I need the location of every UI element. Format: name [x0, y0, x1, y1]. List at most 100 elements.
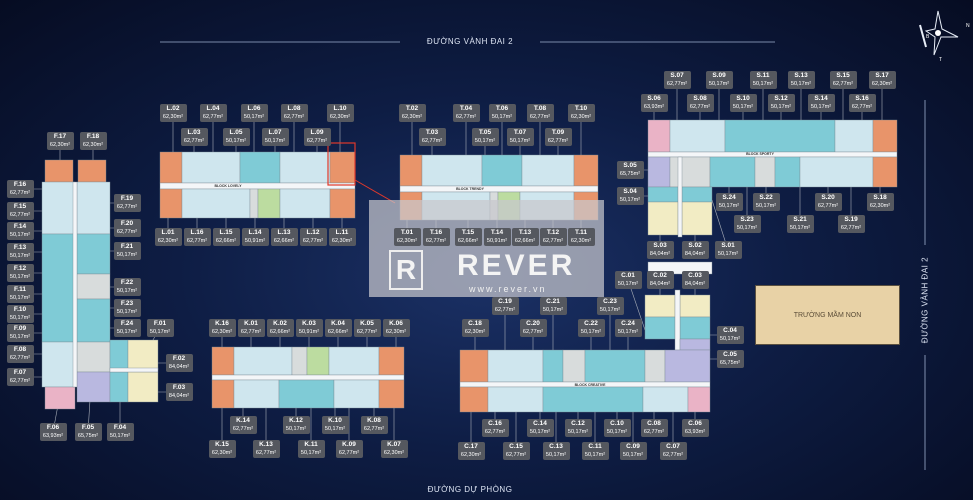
unit-label-l-09[interactable]: L.0962,77m² — [303, 128, 331, 146]
unit-label-t-06[interactable]: T.0650,17m² — [488, 104, 516, 122]
unit-label-c-16[interactable]: C.1662,77m² — [481, 419, 509, 437]
unit-label-t-13[interactable]: T.1362,66m² — [511, 228, 539, 246]
unit-label-s-09[interactable]: S.0950,17m² — [705, 71, 733, 89]
unit-label-c-05[interactable]: C.0565,75m² — [716, 350, 744, 368]
unit-label-s-01[interactable]: S.0150,17m² — [714, 241, 742, 259]
unit-label-k-10[interactable]: K.1050,17m² — [321, 416, 349, 434]
unit-label-c-06[interactable]: C.0663,93m² — [681, 419, 709, 437]
unit-label-c-22[interactable]: C.2250,17m² — [577, 319, 605, 337]
unit-label-s-13[interactable]: S.1350,17m² — [787, 71, 815, 89]
unit-label-s-22[interactable]: S.2250,17m² — [752, 193, 780, 211]
unit-label-f-19[interactable]: F.1962,77m² — [113, 194, 141, 212]
unit-label-s-14[interactable]: S.1450,17m² — [807, 94, 835, 112]
unit-label-t-16[interactable]: T.1662,77m² — [422, 228, 450, 246]
unit-label-c-21[interactable]: C.2150,17m² — [539, 297, 567, 315]
unit-label-s-15[interactable]: S.1562,77m² — [829, 71, 857, 89]
unit-label-l-15[interactable]: L.1562,66m² — [212, 228, 240, 246]
unit-label-t-02[interactable]: T.0262,30m² — [398, 104, 426, 122]
unit-label-t-15[interactable]: T.1562,66m² — [454, 228, 482, 246]
unit-label-t-09[interactable]: T.0962,77m² — [544, 128, 572, 146]
unit-label-t-08[interactable]: T.0862,77m² — [526, 104, 554, 122]
unit-label-s-23[interactable]: S.2350,17m² — [733, 215, 761, 233]
unit-label-s-02[interactable]: S.0284,04m² — [681, 241, 709, 259]
unit-label-l-07[interactable]: L.0750,17m² — [261, 128, 289, 146]
unit-label-s-07[interactable]: S.0762,77m² — [663, 71, 691, 89]
unit-label-l-02[interactable]: L.0262,30m² — [159, 104, 187, 122]
unit-label-t-05[interactable]: T.0550,17m² — [471, 128, 499, 146]
unit-label-f-15[interactable]: F.1562,77m² — [6, 202, 34, 220]
unit-label-l-11[interactable]: L.1162,30m² — [328, 228, 356, 246]
unit-label-s-24[interactable]: S.2450,17m² — [715, 193, 743, 211]
unit-label-k-03[interactable]: K.0350,91m² — [295, 319, 323, 337]
unit-label-t-03[interactable]: T.0362,77m² — [418, 128, 446, 146]
unit-label-f-10[interactable]: F.1050,17m² — [6, 305, 34, 323]
unit-label-t-01[interactable]: T.0162,30m² — [393, 228, 421, 246]
unit-label-k-07[interactable]: K.0762,30m² — [380, 440, 408, 458]
unit-label-s-03[interactable]: S.0384,04m² — [646, 241, 674, 259]
unit-label-f-21[interactable]: F.2150,17m² — [113, 242, 141, 260]
unit-label-k-12[interactable]: K.1250,17m² — [282, 416, 310, 434]
unit-label-f-22[interactable]: F.2250,17m² — [113, 278, 141, 296]
unit-label-s-20[interactable]: S.2062,77m² — [814, 193, 842, 211]
unit-label-f-04[interactable]: F.0450,17m² — [106, 423, 134, 441]
unit-label-c-03[interactable]: C.0384,04m² — [681, 271, 709, 289]
unit-label-l-01[interactable]: L.0162,30m² — [154, 228, 182, 246]
unit-label-k-08[interactable]: K.0862,77m² — [360, 416, 388, 434]
unit-label-f-02[interactable]: F.0284,04m² — [165, 354, 193, 372]
unit-label-t-12[interactable]: T.1262,77m² — [539, 228, 567, 246]
unit-label-c-14[interactable]: C.1450,17m² — [526, 419, 554, 437]
unit-label-s-06[interactable]: S.0663,93m² — [640, 94, 668, 112]
unit-label-t-10[interactable]: T.1062,30m² — [567, 104, 595, 122]
unit-label-f-03[interactable]: F.0384,04m² — [165, 383, 193, 401]
unit-label-s-17[interactable]: S.1762,30m² — [868, 71, 896, 89]
unit-label-s-19[interactable]: S.1962,77m² — [837, 215, 865, 233]
unit-label-f-13[interactable]: F.1350,17m² — [6, 243, 34, 261]
unit-label-c-24[interactable]: C.2450,17m² — [614, 319, 642, 337]
unit-label-f-16[interactable]: F.1662,77m² — [6, 180, 34, 198]
unit-label-c-04[interactable]: C.0450,17m² — [716, 326, 744, 344]
unit-label-f-05[interactable]: F.0565,75m² — [74, 423, 102, 441]
unit-label-l-04[interactable]: L.0462,77m² — [199, 104, 227, 122]
unit-label-k-01[interactable]: K.0162,77m² — [237, 319, 265, 337]
unit-label-f-14[interactable]: F.1450,17m² — [6, 222, 34, 240]
unit-label-k-11[interactable]: K.1150,17m² — [297, 440, 325, 458]
unit-label-s-04[interactable]: S.0450,17m² — [616, 187, 644, 205]
unit-label-l-16[interactable]: L.1662,77m² — [183, 228, 211, 246]
unit-label-f-08[interactable]: F.0862,77m² — [6, 345, 34, 363]
unit-label-c-17[interactable]: C.1762,30m² — [457, 442, 485, 460]
unit-label-f-17[interactable]: F.1762,30m² — [46, 132, 74, 150]
unit-label-s-11[interactable]: S.1150,17m² — [749, 71, 777, 89]
unit-label-s-10[interactable]: S.1050,17m² — [729, 94, 757, 112]
unit-label-s-18[interactable]: S.1862,30m² — [866, 193, 894, 211]
unit-label-l-14[interactable]: L.1450,91m² — [241, 228, 269, 246]
unit-label-c-08[interactable]: C.0862,77m² — [640, 419, 668, 437]
unit-label-c-13[interactable]: C.1350,17m² — [542, 442, 570, 460]
unit-label-c-15[interactable]: C.1562,77m² — [502, 442, 530, 460]
unit-label-s-21[interactable]: S.2150,17m² — [786, 215, 814, 233]
unit-label-k-04[interactable]: K.0462,66m² — [324, 319, 352, 337]
unit-label-c-20[interactable]: C.2062,77m² — [519, 319, 547, 337]
unit-label-k-02[interactable]: K.0262,66m² — [266, 319, 294, 337]
unit-label-s-12[interactable]: S.1250,17m² — [767, 94, 795, 112]
unit-label-l-12[interactable]: L.1262,77m² — [299, 228, 327, 246]
unit-label-s-08[interactable]: S.0862,77m² — [686, 94, 714, 112]
unit-label-s-16[interactable]: S.1662,77m² — [848, 94, 876, 112]
unit-label-f-09[interactable]: F.0950,17m² — [6, 324, 34, 342]
unit-label-l-08[interactable]: L.0862,77m² — [280, 104, 308, 122]
unit-label-k-16[interactable]: K.1662,30m² — [208, 319, 236, 337]
unit-label-k-13[interactable]: K.1362,77m² — [252, 440, 280, 458]
unit-label-t-04[interactable]: T.0462,77m² — [452, 104, 480, 122]
unit-label-f-18[interactable]: F.1862,30m² — [79, 132, 107, 150]
unit-label-k-06[interactable]: K.0662,30m² — [382, 319, 410, 337]
unit-label-l-10[interactable]: L.1062,30m² — [326, 104, 354, 122]
unit-label-l-13[interactable]: L.1362,66m² — [270, 228, 298, 246]
unit-label-f-06[interactable]: F.0663,93m² — [39, 423, 67, 441]
unit-label-t-07[interactable]: T.0750,17m² — [506, 128, 534, 146]
unit-label-c-23[interactable]: C.2350,17m² — [596, 297, 624, 315]
unit-label-c-10[interactable]: C.1050,17m² — [603, 419, 631, 437]
unit-label-f-20[interactable]: F.2062,77m² — [113, 219, 141, 237]
unit-label-k-05[interactable]: K.0562,77m² — [353, 319, 381, 337]
unit-label-c-19[interactable]: C.1962,77m² — [491, 297, 519, 315]
unit-label-l-06[interactable]: L.0650,17m² — [240, 104, 268, 122]
unit-label-t-14[interactable]: T.1450,91m² — [483, 228, 511, 246]
